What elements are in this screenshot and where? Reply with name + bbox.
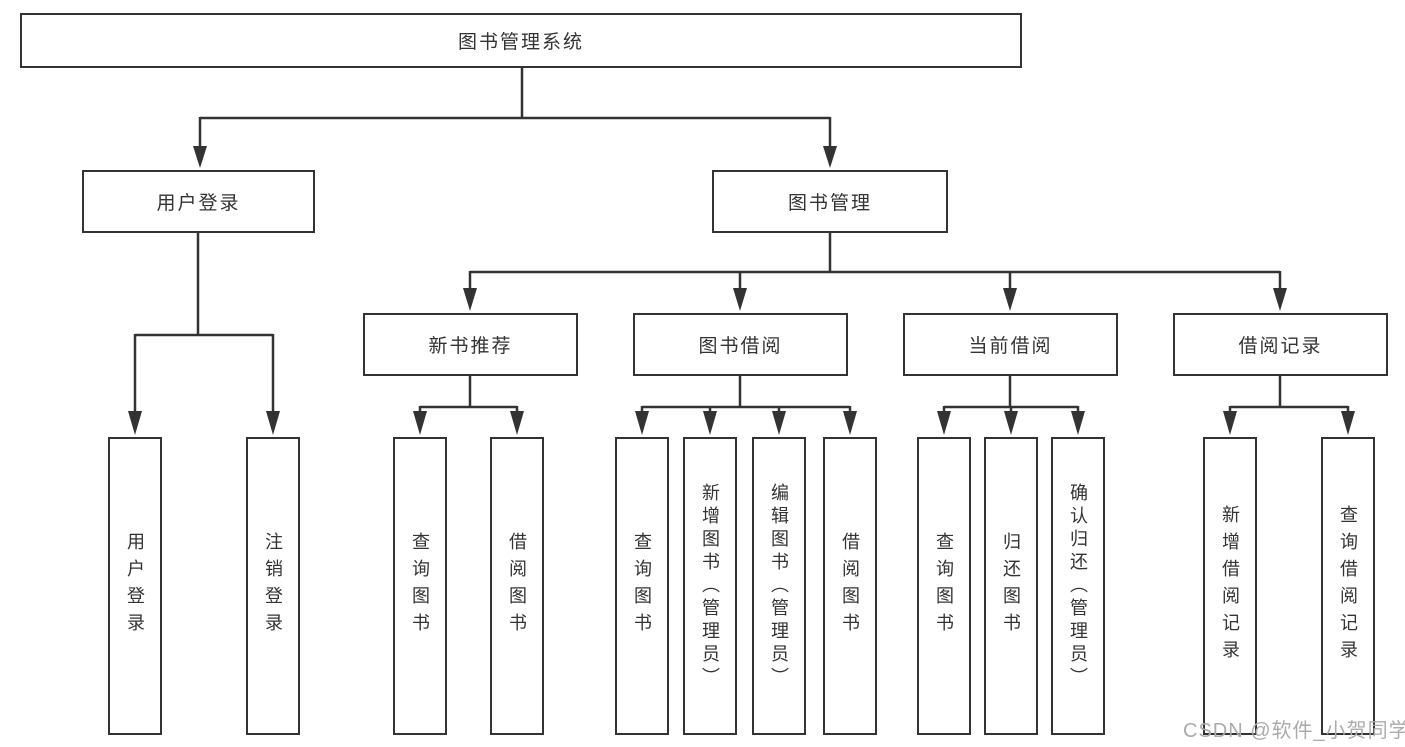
leaf-logout-label: 注销登录 (263, 532, 283, 640)
node-root: 图书管理系统 (20, 13, 1022, 68)
node-current-borrow: 当前借阅 (903, 313, 1118, 376)
leaf-query-books-borrow-label: 查询图书 (632, 532, 652, 640)
node-user-login: 用户登录 (82, 170, 315, 233)
connector-borrow-records-branch (1223, 376, 1355, 435)
node-current-borrow-label: 当前借阅 (968, 336, 1053, 357)
connector-book-borrow-branch (635, 376, 857, 435)
leaf-return-book-label: 归还图书 (1001, 532, 1021, 640)
leaf-query-books-recommend-label: 查询图书 (410, 532, 430, 640)
leaf-user-login: 用户登录 (108, 437, 162, 735)
leaf-borrow-books-borrow-label: 借阅图书 (840, 532, 860, 640)
node-book-borrow-label: 图书借阅 (698, 336, 783, 357)
leaf-query-books-current-label: 查询图书 (934, 532, 954, 640)
leaf-borrow-books-borrow: 借阅图书 (823, 437, 877, 735)
node-book-management-label: 图书管理 (787, 193, 872, 214)
leaf-logout: 注销登录 (246, 437, 300, 735)
node-book-management: 图书管理 (712, 170, 948, 233)
leaf-borrow-books-recommend-label: 借阅图书 (507, 532, 527, 640)
node-new-book-recommend-label: 新书推荐 (428, 336, 513, 357)
connector-root-to-level2 (193, 68, 837, 168)
node-root-label: 图书管理系统 (457, 32, 584, 53)
node-new-book-recommend: 新书推荐 (363, 313, 578, 376)
connector-user-login-branch (128, 233, 280, 435)
leaf-user-login-label: 用户登录 (125, 532, 145, 640)
node-borrow-records-label: 借阅记录 (1238, 336, 1323, 357)
leaf-confirm-return-admin: 确认归还（管理员） (1051, 437, 1105, 735)
leaf-return-book: 归还图书 (984, 437, 1038, 735)
leaf-confirm-return-admin-label: 确认归还（管理员） (1068, 482, 1088, 690)
leaf-add-book-admin-label: 新增图书（管理员） (700, 482, 720, 690)
node-book-borrow: 图书借阅 (633, 313, 848, 376)
leaf-add-borrow-record-label: 新增借阅记录 (1220, 505, 1240, 667)
leaf-query-books-current: 查询图书 (917, 437, 971, 735)
leaf-add-borrow-record: 新增借阅记录 (1203, 437, 1257, 735)
leaf-edit-book-admin: 编辑图书（管理员） (752, 437, 806, 735)
leaf-query-borrow-record-label: 查询借阅记录 (1338, 505, 1358, 667)
node-borrow-records: 借阅记录 (1173, 313, 1388, 376)
leaf-borrow-books-recommend: 借阅图书 (490, 437, 544, 735)
leaf-query-books-borrow: 查询图书 (615, 437, 669, 735)
leaf-query-borrow-record: 查询借阅记录 (1321, 437, 1375, 735)
node-user-login-label: 用户登录 (156, 193, 241, 214)
leaf-query-books-recommend: 查询图书 (393, 437, 447, 735)
connector-book-management-branch (463, 233, 1287, 311)
leaf-edit-book-admin-label: 编辑图书（管理员） (769, 482, 789, 690)
connector-new-book-recommend-branch (413, 376, 524, 435)
leaf-add-book-admin: 新增图书（管理员） (683, 437, 737, 735)
csdn-watermark: CSDN @软件_小贺同学 (1183, 720, 1405, 742)
connector-current-borrow-branch (937, 376, 1085, 435)
